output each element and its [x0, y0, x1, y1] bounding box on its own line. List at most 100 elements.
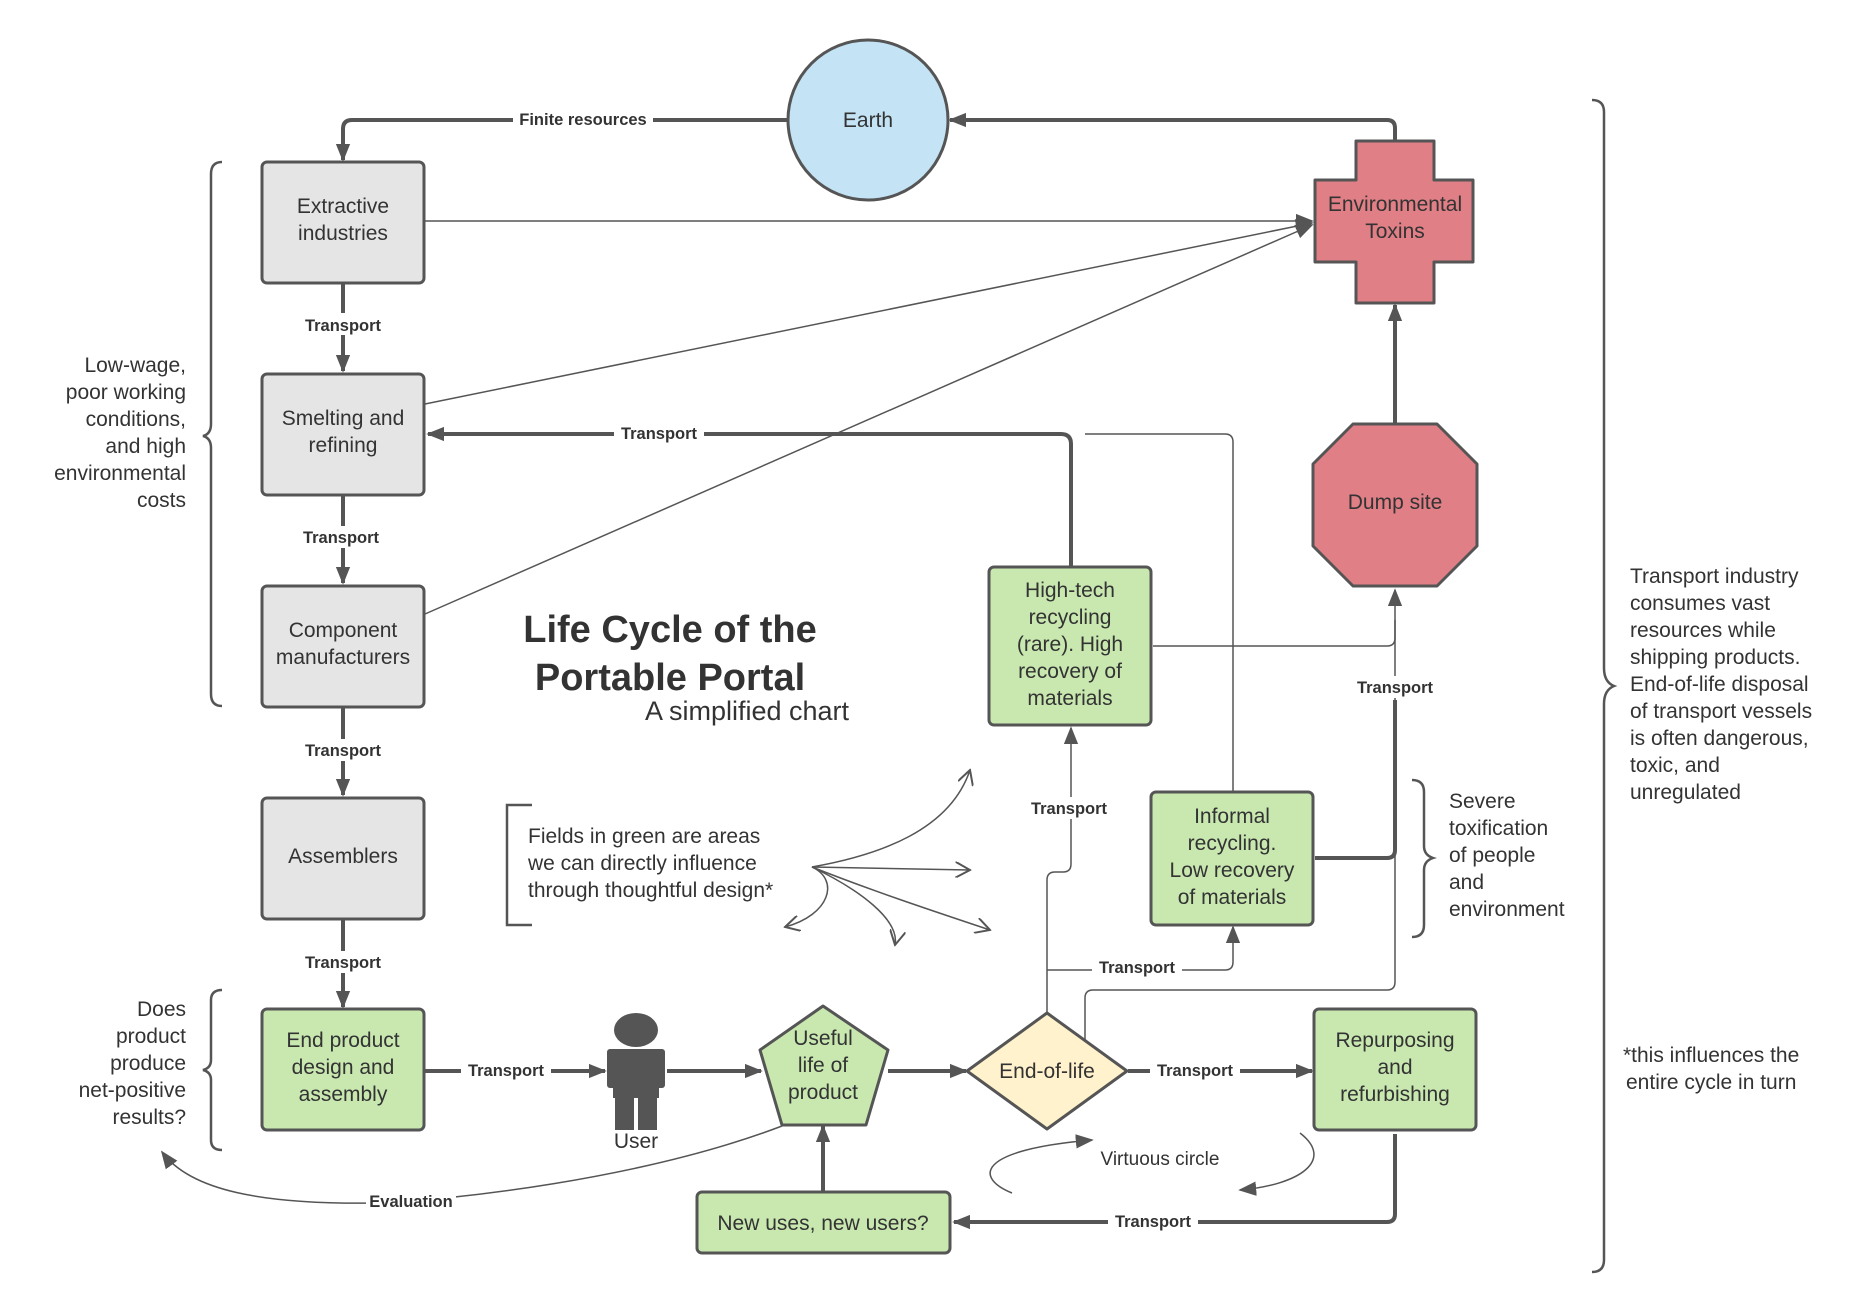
label-transport: Transport	[1115, 1213, 1192, 1231]
note-low-wage-line: environmental	[54, 462, 186, 485]
node-eol-label: End-of-life	[999, 1060, 1095, 1083]
note-green-fields-line: through thoughtful design*	[528, 879, 773, 902]
note-transport-industry: Transport industry consumes vast resourc…	[1630, 565, 1812, 804]
bracket-transport-industry	[1591, 98, 1618, 1274]
node-assemblers: Assemblers	[260, 796, 426, 921]
diagram-title: Life Cycle of the Portable Portal A simp…	[523, 609, 849, 726]
note-green-fields-line: we can directly influence	[527, 852, 757, 875]
node-smelting-refining: Smelting and refining	[260, 372, 426, 497]
edge-eol-to-hightech	[1046, 726, 1079, 1012]
node-extractive-label-2: industries	[298, 222, 388, 245]
note-green-fields: Fields in green are areas we can directl…	[527, 825, 773, 902]
title-line-1: Life Cycle of the	[523, 609, 817, 651]
node-toxins-label-1: Environmental	[1328, 193, 1462, 216]
node-useful-life: Useful life of product	[758, 1004, 890, 1127]
note-footnote-line: entire cycle in turn	[1626, 1071, 1796, 1094]
influence-arrow-4	[811, 866, 895, 945]
note-severe: Severe toxification of people and enviro…	[1449, 790, 1565, 921]
node-environmental-toxins: Environmental Toxins	[1313, 139, 1475, 305]
node-informal-label-4: of materials	[1178, 886, 1287, 909]
label-transport: Transport	[468, 1062, 545, 1080]
note-net-positive-line: product	[116, 1025, 186, 1048]
node-hightech-label-2: recycling	[1029, 606, 1112, 629]
node-earth-label: Earth	[843, 109, 893, 132]
label-transport: Transport	[303, 529, 380, 547]
node-design-label-2: design and	[292, 1056, 395, 1079]
edge-component-to-toxins	[424, 224, 1314, 615]
user-icon	[607, 1013, 665, 1130]
node-hightech-label-1: High-tech	[1025, 579, 1115, 602]
label-transport: Transport	[305, 317, 382, 335]
edge-eol-to-informal	[1047, 925, 1241, 971]
node-earth: Earth	[786, 38, 950, 202]
note-transport-industry-line: is often dangerous,	[1630, 727, 1809, 750]
node-design-label-3: assembly	[299, 1083, 388, 1106]
note-net-positive-line: produce	[110, 1052, 186, 1075]
title-line-2: Portable Portal	[535, 657, 805, 699]
node-informal-label-1: Informal	[1194, 805, 1270, 828]
note-low-wage-line: conditions,	[86, 408, 186, 431]
label-finite-resources: Finite resources	[519, 111, 646, 129]
note-transport-industry-line: resources while	[1630, 619, 1776, 642]
note-net-positive-line: Does	[137, 998, 186, 1021]
node-hightech-label-5: materials	[1027, 687, 1112, 710]
node-informal-recycling: Informal recycling. Low recovery of mate…	[1149, 790, 1315, 927]
label-evaluation: Evaluation	[369, 1193, 452, 1211]
edge-smelting-to-toxins	[424, 219, 1314, 405]
note-low-wage-line: and high	[105, 435, 186, 458]
node-smelting-label-1: Smelting and	[282, 407, 405, 430]
note-net-positive-line: net-positive	[79, 1079, 186, 1102]
node-informal-label-2: recycling.	[1188, 832, 1277, 855]
note-low-wage-line: costs	[137, 489, 186, 512]
node-extractive-industries: Extractive industries	[260, 160, 426, 285]
edge-informal-to-smelting	[1085, 433, 1234, 792]
edge-earth-to-extractive	[335, 118, 787, 162]
node-useful-label-1: Useful	[793, 1027, 853, 1050]
node-dump-label: Dump site	[1348, 491, 1443, 514]
node-useful-label-3: product	[788, 1081, 858, 1104]
node-design-label-1: End product	[286, 1029, 399, 1052]
node-component-manufacturers: Component manufacturers	[260, 584, 426, 709]
node-component-label-1: Component	[289, 619, 398, 642]
note-green-fields-line: Fields in green are areas	[528, 825, 760, 848]
node-hightech-label-3: (rare). High	[1017, 633, 1123, 656]
note-transport-industry-line: toxic, and	[1630, 754, 1720, 777]
node-repurpose-label-1: Repurposing	[1335, 1029, 1454, 1052]
edge-hightech-to-dump	[1153, 620, 1396, 647]
note-severe-line: environment	[1449, 898, 1565, 921]
edge-hightech-to-smelting	[426, 426, 1073, 566]
node-new-uses: New uses, new users?	[695, 1190, 952, 1255]
node-useful-label-2: life of	[798, 1054, 848, 1077]
note-low-wage-line: Low-wage,	[84, 354, 186, 377]
note-transport-industry-line: Transport industry	[1630, 565, 1799, 588]
bracket-low-wage	[202, 160, 223, 708]
label-transport: Transport	[305, 954, 382, 972]
node-smelting-label-2: refining	[309, 434, 378, 457]
bracket-green-fields	[505, 803, 532, 927]
label-transport: Transport	[1031, 800, 1108, 818]
node-repurpose-label-2: and	[1377, 1056, 1412, 1079]
node-informal-label-3: Low recovery	[1170, 859, 1295, 882]
note-footnote: *this influences the entire cycle in tur…	[1623, 1044, 1799, 1094]
edge-eol-to-dump	[1084, 588, 1403, 1040]
note-transport-industry-line: unregulated	[1630, 781, 1741, 804]
user-label: User	[614, 1130, 658, 1153]
node-new-uses-label: New uses, new users?	[717, 1212, 928, 1235]
note-low-wage: Low-wage, poor working conditions, and h…	[54, 354, 186, 512]
note-severe-line: Severe	[1449, 790, 1516, 813]
virtuous-arrow-right	[1238, 1132, 1315, 1196]
node-repurposing-refurbishing: Repurposing and refurbishing	[1312, 1007, 1478, 1132]
influence-arrow-1	[811, 770, 970, 868]
note-footnote-line: *this influences the	[1623, 1044, 1799, 1067]
subtitle: A simplified chart	[645, 696, 850, 726]
note-severe-line: of people	[1449, 844, 1535, 867]
note-transport-industry-line: shipping products.	[1630, 646, 1800, 669]
influence-arrow-5	[785, 866, 829, 927]
node-extractive-label-1: Extractive	[297, 195, 389, 218]
edge-toxins-to-earth	[948, 112, 1397, 140]
label-transport: Transport	[621, 425, 698, 443]
note-net-positive: Does product produce net-positive result…	[79, 998, 187, 1129]
node-toxins-label-2: Toxins	[1365, 220, 1425, 243]
node-high-tech-recycling: High-tech recycling (rare). High recover…	[987, 565, 1153, 727]
